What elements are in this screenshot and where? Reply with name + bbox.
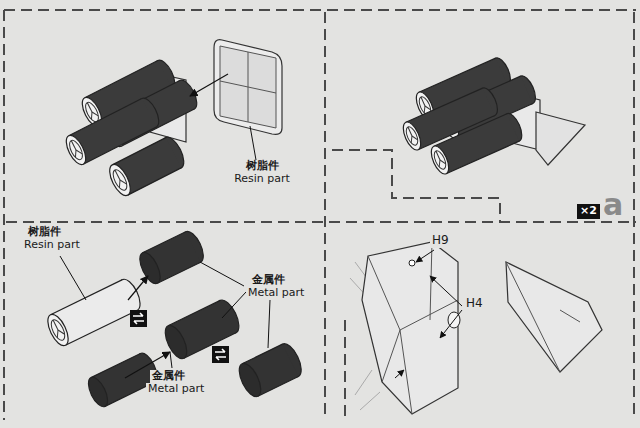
rocket-tube (235, 341, 306, 400)
part-number: H4 (464, 297, 485, 311)
leader-line (250, 126, 256, 160)
label-en: Metal part (246, 287, 306, 300)
part-number: H9 (430, 234, 451, 248)
pod-mount (536, 112, 585, 165)
label-cn: 树脂件 (244, 160, 281, 173)
label-en: Metal part (146, 383, 206, 396)
side-bracket (506, 262, 602, 372)
rocket-tube (44, 276, 145, 348)
rocket-tube (428, 111, 526, 176)
swap-symbol (212, 346, 229, 363)
leader-line (60, 256, 86, 300)
leader-line (200, 262, 244, 286)
panel-borders (4, 10, 636, 420)
leader-line (430, 276, 462, 306)
rocket-tube (161, 297, 243, 362)
leader-line (222, 292, 246, 318)
label-cn: 树脂件 (26, 226, 63, 239)
label-en: Resin part (232, 173, 292, 186)
leader-line (170, 352, 172, 368)
label-en: Resin part (22, 239, 82, 252)
label-cn: 金属件 (150, 370, 187, 383)
quantity-mark: ×2 (577, 204, 600, 219)
leader-line (268, 300, 270, 348)
leader-line (416, 250, 434, 262)
hole (409, 260, 415, 266)
assembly-arrow (395, 370, 404, 378)
fold-lines (368, 242, 458, 414)
assembly-arrow (128, 276, 148, 300)
step-letter: a (601, 190, 625, 220)
leader-line (440, 310, 462, 338)
mount-bracket (362, 242, 458, 414)
label-cn: 金属件 (250, 274, 287, 287)
fold-lines (506, 262, 580, 372)
assembly-arrow (190, 74, 228, 96)
rocket-tube (105, 134, 188, 198)
swap-symbol (130, 310, 147, 327)
resin-plate (214, 40, 282, 135)
